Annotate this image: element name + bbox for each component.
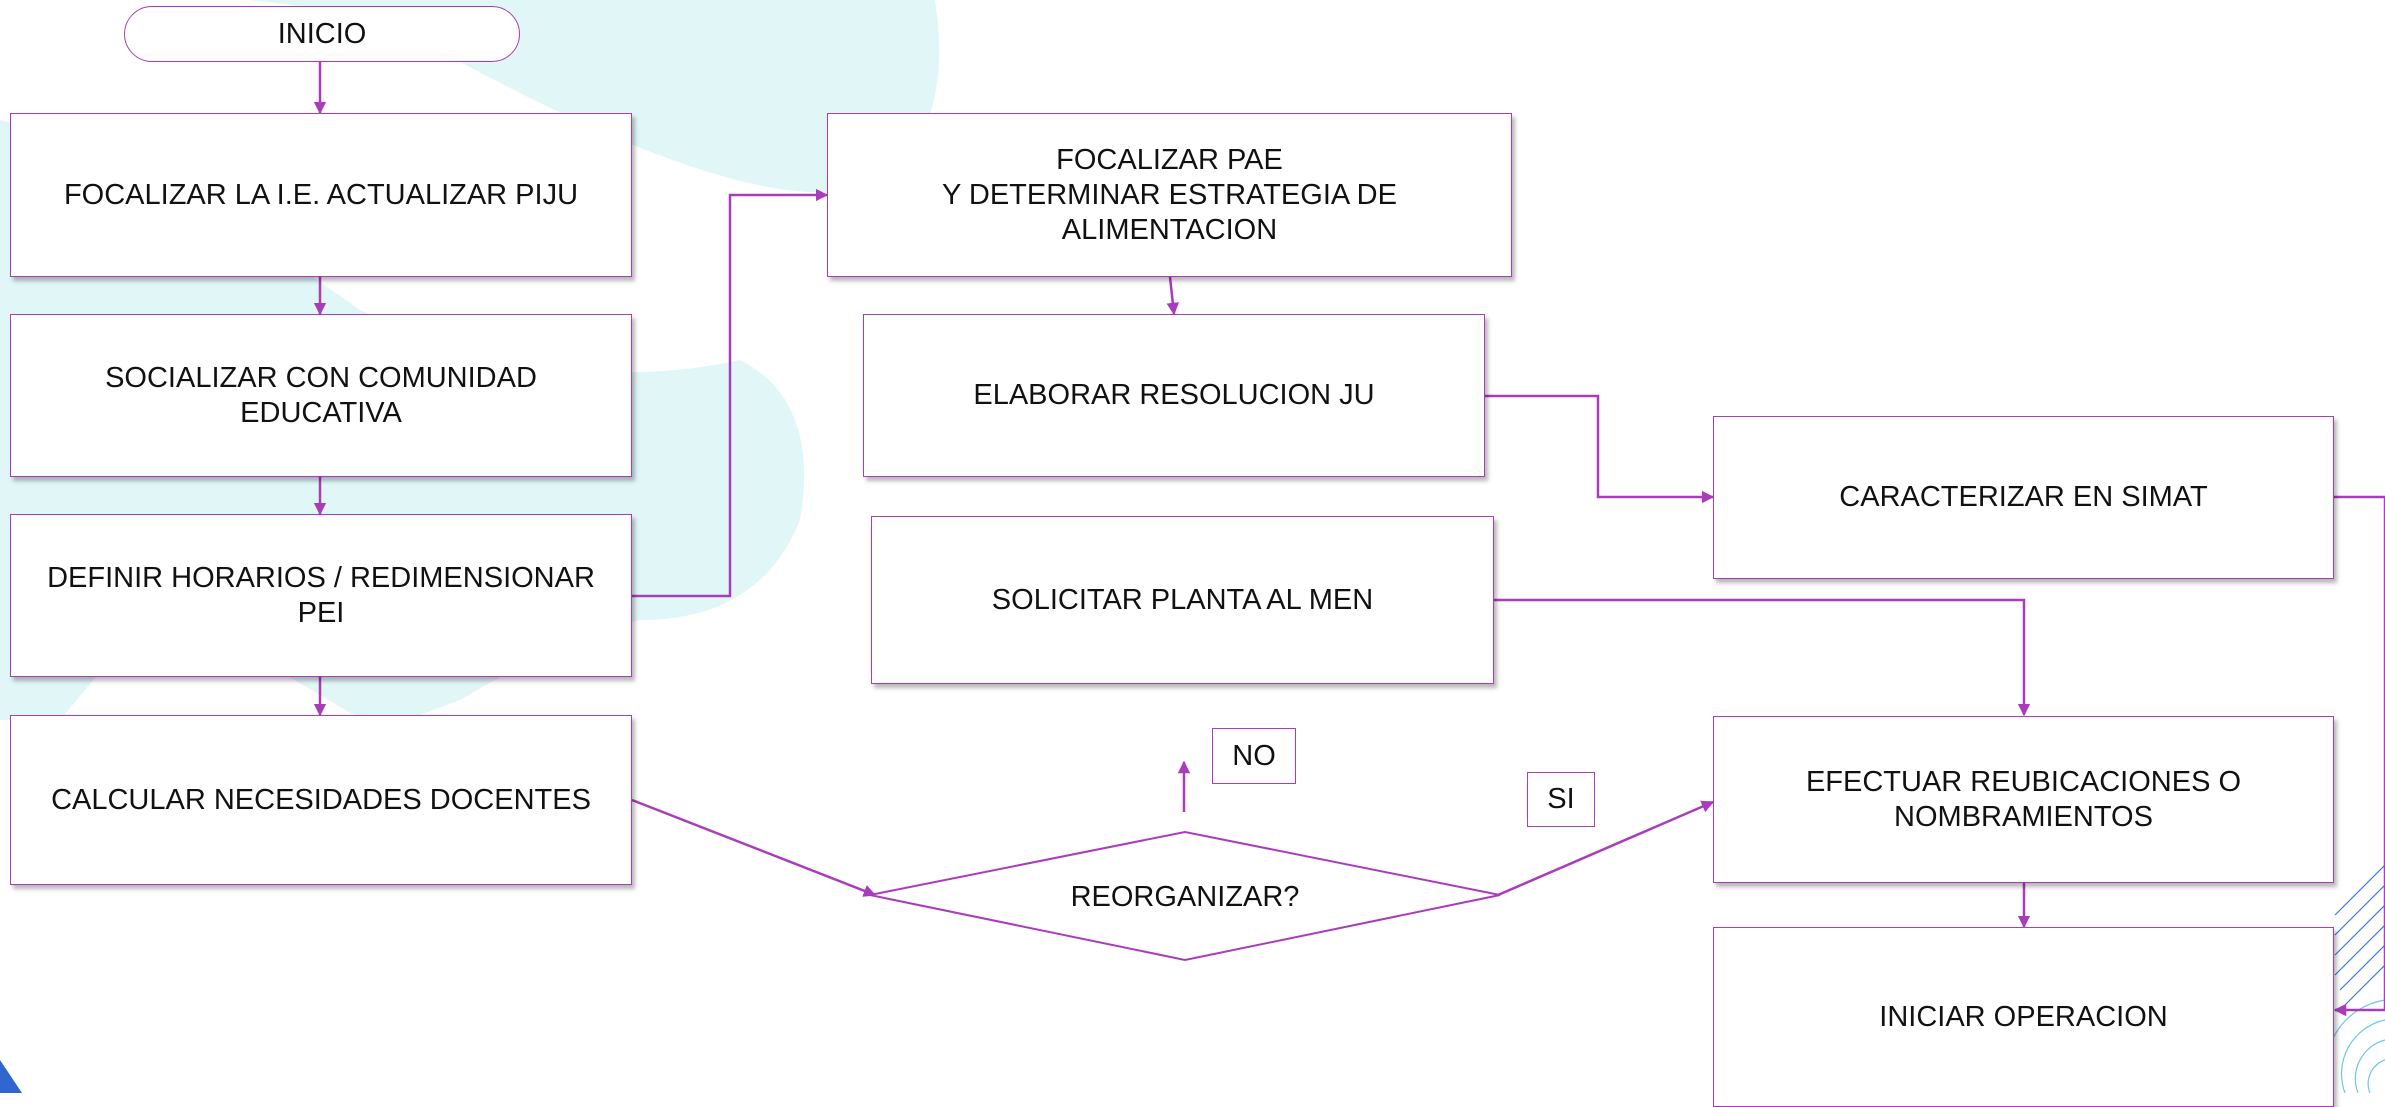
step-label: CALCULAR NECESIDADES DOCENTES [51,783,591,816]
step-calcular-necesidades: CALCULAR NECESIDADES DOCENTES [10,715,632,885]
step-label: FOCALIZAR PAE Y DETERMINAR ESTRATEGIA DE… [942,143,1397,246]
step-iniciar-operacion: INICIAR OPERACION [1713,927,2334,1107]
step-label: EFECTUAR REUBICACIONES O NOMBRAMIENTOS [1805,765,2242,833]
step-solicitar-planta: SOLICITAR PLANTA AL MEN [871,516,1494,684]
no-label: NO [1232,739,1276,772]
step-label: SOLICITAR PLANTA AL MEN [991,583,1374,616]
step-socializar: SOCIALIZAR CON COMUNIDAD EDUCATIVA [10,314,632,477]
step-definir-horarios: DEFINIR HORARIOS / REDIMENSIONAR PEI [10,514,632,677]
si-label: SI [1547,783,1575,815]
blue-corner-shape [0,1060,22,1093]
decision-no-tag: NO [1212,728,1296,784]
start-label: INICIO [277,17,367,50]
step-focalizar-ie: FOCALIZAR LA I.E. ACTUALIZAR PIJU [10,113,632,277]
decision-si-tag: SI [1527,772,1595,827]
step-focalizar-pae: FOCALIZAR PAE Y DETERMINAR ESTRATEGIA DE… [827,113,1512,277]
step-label: SOCIALIZAR CON COMUNIDAD EDUCATIVA [105,361,537,429]
decision-label: REORGANIZAR? [1070,880,1300,913]
step-label: CARACTERIZAR EN SIMAT [1839,481,2208,513]
step-label: DEFINIR HORARIOS / REDIMENSIONAR PEI [47,561,595,629]
arc-rings-shape [2325,999,2385,1093]
start-terminator: INICIO [124,6,520,62]
step-elaborar-resolucion: ELABORAR RESOLUCION JU [863,314,1485,477]
step-efectuar-reubicaciones: EFECTUAR REUBICACIONES O NOMBRAMIENTOS [1713,716,2334,883]
step-label: INICIAR OPERACION [1879,1000,2168,1033]
step-label: FOCALIZAR LA I.E. ACTUALIZAR PIJU [63,178,579,211]
hatch-pattern-shape [2334,864,2385,1006]
cyan-blob-shape [150,0,940,193]
step-caracterizar-simat: CARACTERIZAR EN SIMAT [1713,416,2334,579]
step-label: ELABORAR RESOLUCION JU [973,379,1375,411]
